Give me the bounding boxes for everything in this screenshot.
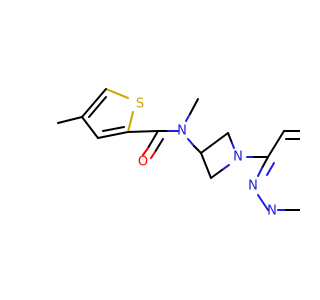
bond-thiophene-carbonyl	[127, 130, 159, 133]
pyridazine-double-bond-c3-n2-colored	[266, 162, 275, 176]
azetidine-nitrogen-label: N	[233, 150, 243, 165]
pyridazine-n1-label: N	[267, 204, 277, 219]
thiophene-double-bond-c5-c4	[88, 96, 107, 118]
molecule-canvas: S O N N N N	[57, 88, 300, 219]
pyridazine-bond-c3-c4	[267, 130, 285, 158]
bond-amide-n-azetidine	[193, 145, 202, 154]
pyridazine-n2-label: N	[248, 179, 258, 194]
molecule-structure: S O N N N N	[57, 88, 300, 219]
azetidine-bond-c4-c3	[200, 152, 212, 179]
azetidine-bond-c2-n	[227, 132, 233, 144]
thiophene-double-bond-c3-c2	[102, 126, 125, 132]
pyridazine-bond-c3-n2-colored	[257, 167, 263, 177]
thiophene-bond-c2-s	[127, 111, 134, 133]
azetidine-bond-n-c4-colored	[221, 164, 230, 171]
azetidine-bond-n-c4	[210, 169, 223, 179]
thiophene-bond-c4-c3	[81, 116, 99, 139]
amide-nitrogen-label: N	[177, 124, 187, 139]
carbonyl-double-bond	[154, 138, 164, 153]
carbonyl-double-bond-o-part	[150, 151, 156, 159]
carbonyl-bond-upper	[147, 130, 159, 149]
thiophene-methyl-bond	[57, 116, 83, 124]
amide-n-methyl-bond-colored	[185, 113, 191, 122]
carbonyl-bond-o-part	[142, 147, 149, 156]
pyridazine-bond-n2-n1	[257, 194, 269, 211]
sulfur-atom-label: S	[136, 97, 144, 112]
thiophene-bond-s-c5	[105, 88, 129, 99]
azetidine-bond-c2-n-colored	[231, 142, 235, 149]
thiophene-bond-c3-c2	[97, 131, 129, 139]
pyridazine-bond-c3-n2	[261, 156, 269, 169]
amide-n-methyl-bond	[189, 98, 199, 115]
thiophene-bond-c5-c4	[81, 88, 107, 118]
oxygen-atom-label: O	[138, 155, 148, 170]
azetidine-bond-c3-c2	[200, 132, 229, 154]
bond-amide-n-azetidine-colored	[187, 138, 195, 147]
